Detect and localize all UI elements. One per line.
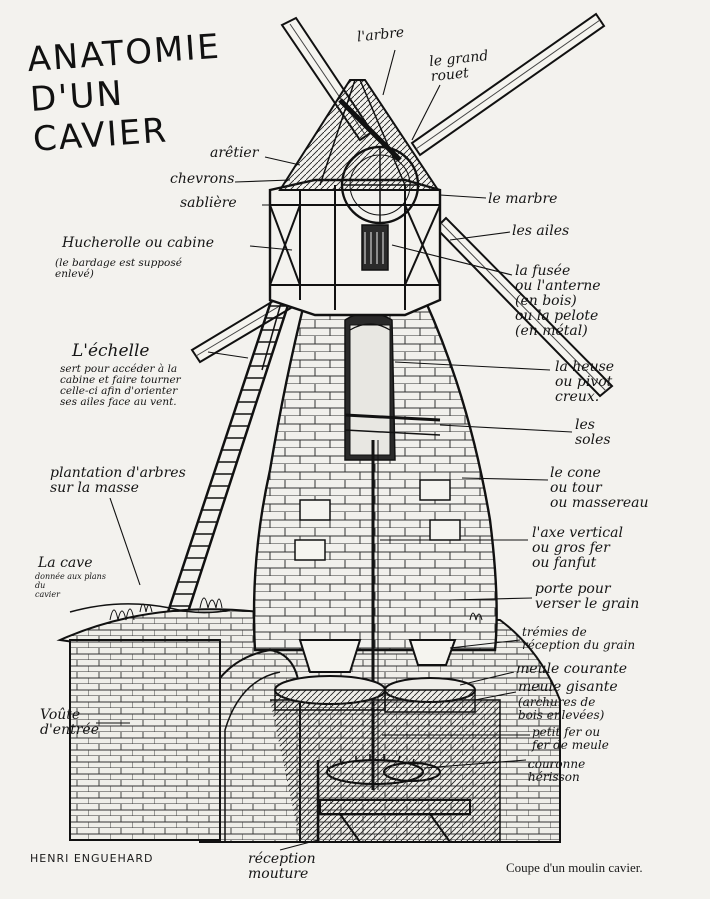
label-meule-gisante: meule gisante xyxy=(518,679,618,695)
artist-signature: HENRI ENGUEHARD xyxy=(30,852,154,865)
label-reception: réception mouture xyxy=(248,851,316,882)
label-voute: Voûte d'entrée xyxy=(40,707,100,738)
gears xyxy=(316,754,471,843)
label-marbre: le marbre xyxy=(488,191,558,207)
label-ailes: les ailes xyxy=(512,223,570,239)
label-hucherolle: Hucherolle ou cabine xyxy=(62,235,215,251)
label-cone: le cone ou tour ou massereau xyxy=(550,465,649,511)
label-couronne: couronne hérisson xyxy=(528,757,586,784)
label-porte: porte pour verser le grain xyxy=(535,581,640,612)
leader-lines xyxy=(96,49,573,851)
label-heuse: la heuse ou pivot creux. xyxy=(555,359,615,405)
label-archures: (archures de bois enlevées) xyxy=(518,695,605,722)
cabin xyxy=(268,79,442,317)
label-plantation: plantation d'arbres sur la masse xyxy=(50,465,186,496)
figure-caption: Coupe d'un moulin cavier. xyxy=(506,860,643,875)
label-grand-rouet: le grand rouet xyxy=(428,47,490,86)
diagram-title: ANATOMIE D'UN CAVIER xyxy=(26,26,223,160)
label-echelle: L'échelle xyxy=(72,341,150,361)
label-petit-fer: petit fer ou fer de meule xyxy=(532,725,609,752)
vegetation xyxy=(109,597,483,621)
label-hucherolle-note: (le bardage est supposé enlevé) xyxy=(55,257,182,280)
label-sabliere: sablière xyxy=(180,195,237,211)
label-echelle-note: sert pour accéder à la cabine et faire t… xyxy=(60,363,181,408)
tower-cone xyxy=(252,283,498,652)
label-tremies: trémies de réception du grain xyxy=(522,625,636,652)
label-meule-courante: meule courante xyxy=(516,661,628,677)
label-chevrons: chevrons xyxy=(170,171,235,187)
label-soles: les soles xyxy=(575,417,611,448)
millstones xyxy=(274,639,476,713)
label-axe: l'axe vertical ou gros fer ou fanfut xyxy=(532,525,623,571)
label-fusee: la fusée ou l'anterne (en bois) ou la pe… xyxy=(515,263,601,339)
label-cave-note: donnée aux plans du cavier xyxy=(35,572,106,599)
label-aretier: arêtier xyxy=(210,145,259,161)
vertical-axle xyxy=(371,440,379,790)
label-cave: La cave xyxy=(38,555,93,571)
